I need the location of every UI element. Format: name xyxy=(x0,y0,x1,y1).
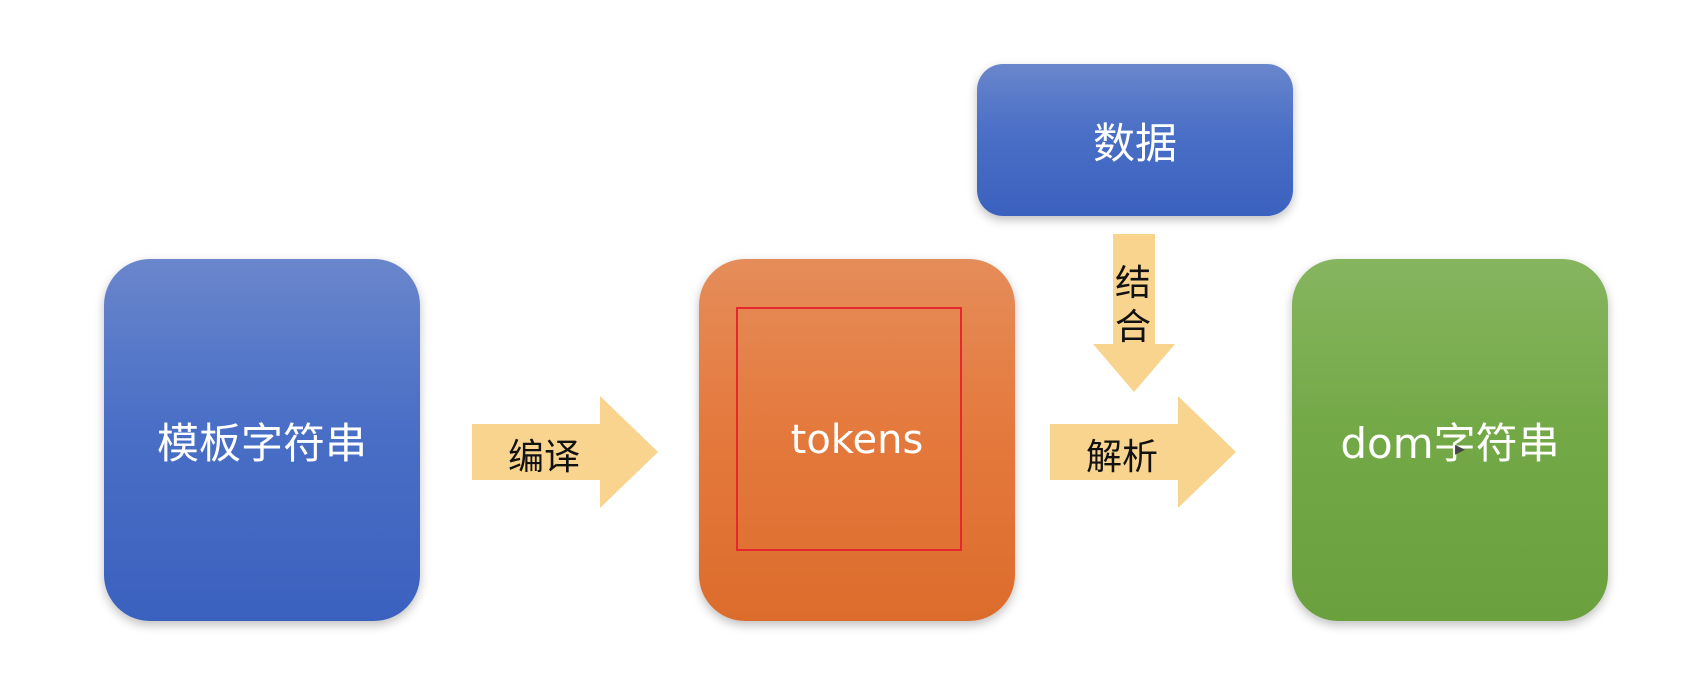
combine-arrow-shape xyxy=(1093,234,1175,392)
compile-arrow-shape xyxy=(472,396,658,508)
data-node-label: 数据 xyxy=(1092,118,1177,168)
parse-arrow-shape xyxy=(1050,396,1236,508)
parse-arrow xyxy=(1050,396,1236,508)
compile-arrow xyxy=(472,396,658,508)
compile-arrow-label: 编译 xyxy=(508,437,581,478)
combine-arrow-label: 结合 xyxy=(1114,263,1151,348)
tokens-node-label: tokens xyxy=(790,417,924,463)
template-string-node: 模板字符串 xyxy=(104,259,420,621)
data-node: 数据 xyxy=(977,64,1293,216)
parse-arrow-label: 解析 xyxy=(1086,437,1159,478)
combine-arrow xyxy=(1093,234,1175,392)
dom-string-node-label: dom字符串 xyxy=(1340,418,1560,468)
dom-string-node: dom字符串 xyxy=(1292,259,1608,621)
tokens-highlight-rectangle xyxy=(736,307,962,551)
tokens-node: tokens xyxy=(699,259,1015,621)
mouse-cursor-icon: ▸ xyxy=(1455,436,1466,460)
template-string-node-label: 模板字符串 xyxy=(156,418,367,468)
